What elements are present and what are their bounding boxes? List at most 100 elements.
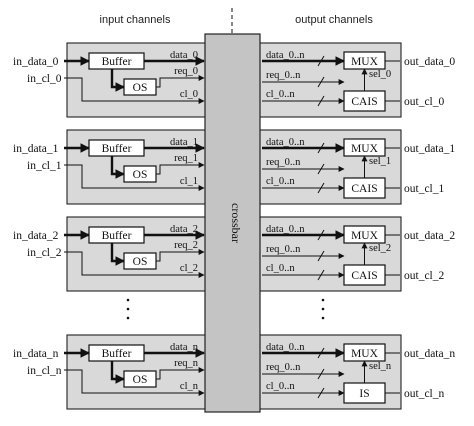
mux-label: MUX [351,56,379,68]
ellipsis [126,298,130,320]
cl-n-label: cl_0..n [266,263,295,274]
req-wire [156,162,205,175]
buffer-to-os-wire [110,361,125,384]
req-label: req_0 [174,66,198,77]
in-data-label: in_data_0 [13,56,59,68]
buffer-label: Buffer [102,56,132,68]
cl-n-label: cl_0..n [266,176,295,187]
buffer-to-os-wire [110,156,125,179]
cl-label: cl_n [180,381,199,392]
in-data-label: in_data_1 [13,143,59,155]
crossbar-block [204,33,261,413]
ellipsis [321,298,325,320]
cais-label: CAIS [351,270,377,282]
out-cl-label: out_cl_2 [404,270,444,282]
bus-slash [317,250,325,262]
bus-slash [317,269,325,281]
dot [321,298,325,302]
out-cl-label: out_cl_n [404,388,444,400]
dot [321,316,325,320]
dot [321,307,325,311]
req-n-label: req_0..n [266,244,301,255]
req-wire [156,75,205,88]
in-data-label: in_data_2 [13,230,59,242]
sel-label: sel_n [369,361,392,372]
mux-label: MUX [351,143,379,155]
dot [126,307,130,311]
channel-1: in_data_1in_cl_1Bufferdata_1OSreq_1cl_1d… [13,129,455,205]
channel-3: in_data_n in_cl_n Buffer data_nOS req_n cl_n d… [13,334,455,410]
out-cl-label: out_cl_1 [404,183,444,195]
bus-slash [317,163,325,175]
sel-label: sel_0 [369,69,391,80]
os-label: OS [133,82,148,94]
out-data-label: out_data_1 [404,143,455,155]
cl-n-label: cl_0..n [266,381,295,392]
bus-slash [317,142,325,154]
sel-label: sel_1 [369,156,391,167]
input-channels-header: input channels [100,14,171,26]
buffer-label: Buffer [102,348,132,360]
sel-label: sel_2 [369,243,391,254]
req-n-label: req_0..n [266,362,301,373]
data-label: data_1 [170,137,198,148]
channels-layer: in_data_0in_cl_0Bufferdata_0OSreq_0cl_0d… [13,42,455,410]
out-cl-label: out_cl_0 [404,96,444,108]
data-n-label: data_0..n [266,50,305,61]
data-n-label: data_0..n [266,342,305,353]
crossbar-label: crossbar [229,203,243,243]
in-cl-wire [64,77,205,104]
in-cl-label: in_cl_1 [27,160,62,172]
in-cl-label: in_cl_n [27,365,62,377]
bus-slash [317,182,325,194]
data-n-label: data_0..n [266,224,305,235]
ellipsis-dots [126,298,325,320]
bus-slash [317,95,325,107]
req-n-label: req_0..n [266,157,301,168]
os-label: OS [133,169,148,181]
in-cl-wire [64,251,205,278]
req-label: req_n [174,358,199,369]
os-label: OS [133,374,148,386]
output-channels-header: output channels [295,14,373,26]
dot [126,316,130,320]
mux-label: MUX [351,348,379,360]
in-cl-label: in_cl_2 [27,247,62,259]
buffer-label: Buffer [102,230,132,242]
out-data-label: out_data_n [404,348,455,360]
os-label: OS [133,256,148,268]
bus-slash [317,229,325,241]
out-data-label: out_data_2 [404,230,455,242]
buffer-to-os-wire [110,69,125,92]
in-cl-wire [64,164,205,191]
cl-label: cl_0 [180,89,198,100]
in-cl-label: in_cl_0 [27,73,62,85]
req-n-label: req_0..n [266,70,301,81]
bus-slash [317,387,325,399]
in-data-label: in_data_n [13,348,59,360]
channel-2: in_data_2 in_cl_2 Buffer data_2OS req_2 cl_2 d… [13,216,455,292]
data-label: data_2 [170,224,198,235]
in-cl-wire [64,369,205,396]
bus-slash [317,347,325,359]
buffer-label: Buffer [102,143,132,155]
out-data-label: out_data_0 [404,56,455,68]
data-label: data_n [170,342,199,353]
req-wire [156,367,205,380]
data-label: data_0 [170,50,198,61]
buffer-to-os-wire [110,243,125,266]
cais-label: CAIS [351,96,377,108]
cl-label: cl_2 [180,263,198,274]
dot [126,298,130,302]
is-label: IS [359,388,369,400]
req-wire [156,249,205,262]
mux-label: MUX [351,230,379,242]
cais-label: CAIS [351,183,377,195]
req-label: req_2 [174,240,198,251]
bus-slash [317,55,325,67]
req-label: req_1 [174,153,198,164]
bus-slash [317,368,325,380]
channel-0: in_data_0 in_cl_0 Buffer data_0OS req_0 cl_0 d… [13,42,455,118]
cl-n-label: cl_0..n [266,89,295,100]
